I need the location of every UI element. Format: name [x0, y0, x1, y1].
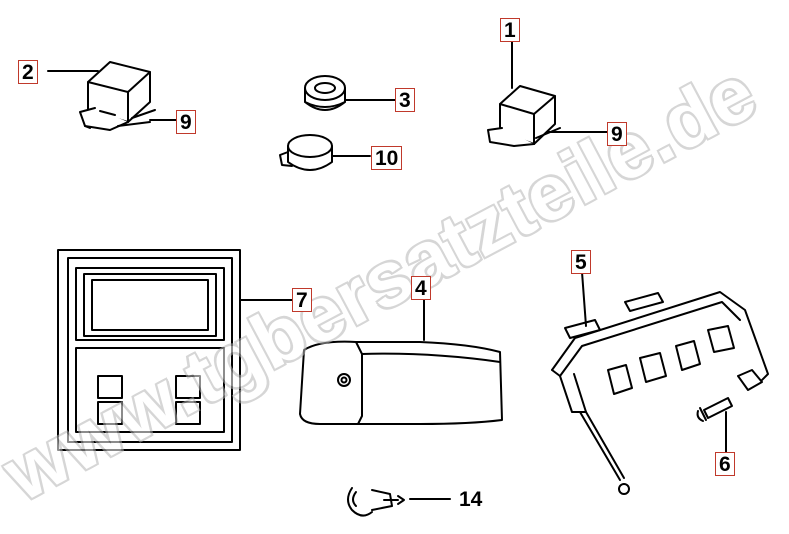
part-14-clip — [347, 487, 405, 517]
part-6-bolt — [696, 397, 733, 422]
part-1-relay — [487, 85, 561, 147]
part-7-panel — [57, 249, 241, 451]
label-part-2: 2 — [18, 60, 38, 84]
leader-5 — [581, 271, 587, 327]
label-part-3: 3 — [395, 88, 415, 112]
label-part-9a: 9 — [176, 110, 196, 134]
label-part-10: 10 — [371, 146, 403, 170]
label-part-14: 14 — [459, 488, 483, 511]
part-10-cap — [279, 134, 333, 171]
label-part-9b: 9 — [607, 122, 627, 146]
part-3-grommet — [304, 75, 346, 111]
part-4-cover — [299, 340, 503, 425]
label-part-4: 4 — [411, 276, 431, 300]
label-part-1: 1 — [500, 18, 520, 42]
part-5-bracket — [551, 291, 769, 495]
label-part-7: 7 — [292, 288, 312, 312]
part-2-relay — [79, 61, 156, 131]
label-part-6: 6 — [715, 452, 735, 476]
label-part-5: 5 — [571, 250, 591, 274]
